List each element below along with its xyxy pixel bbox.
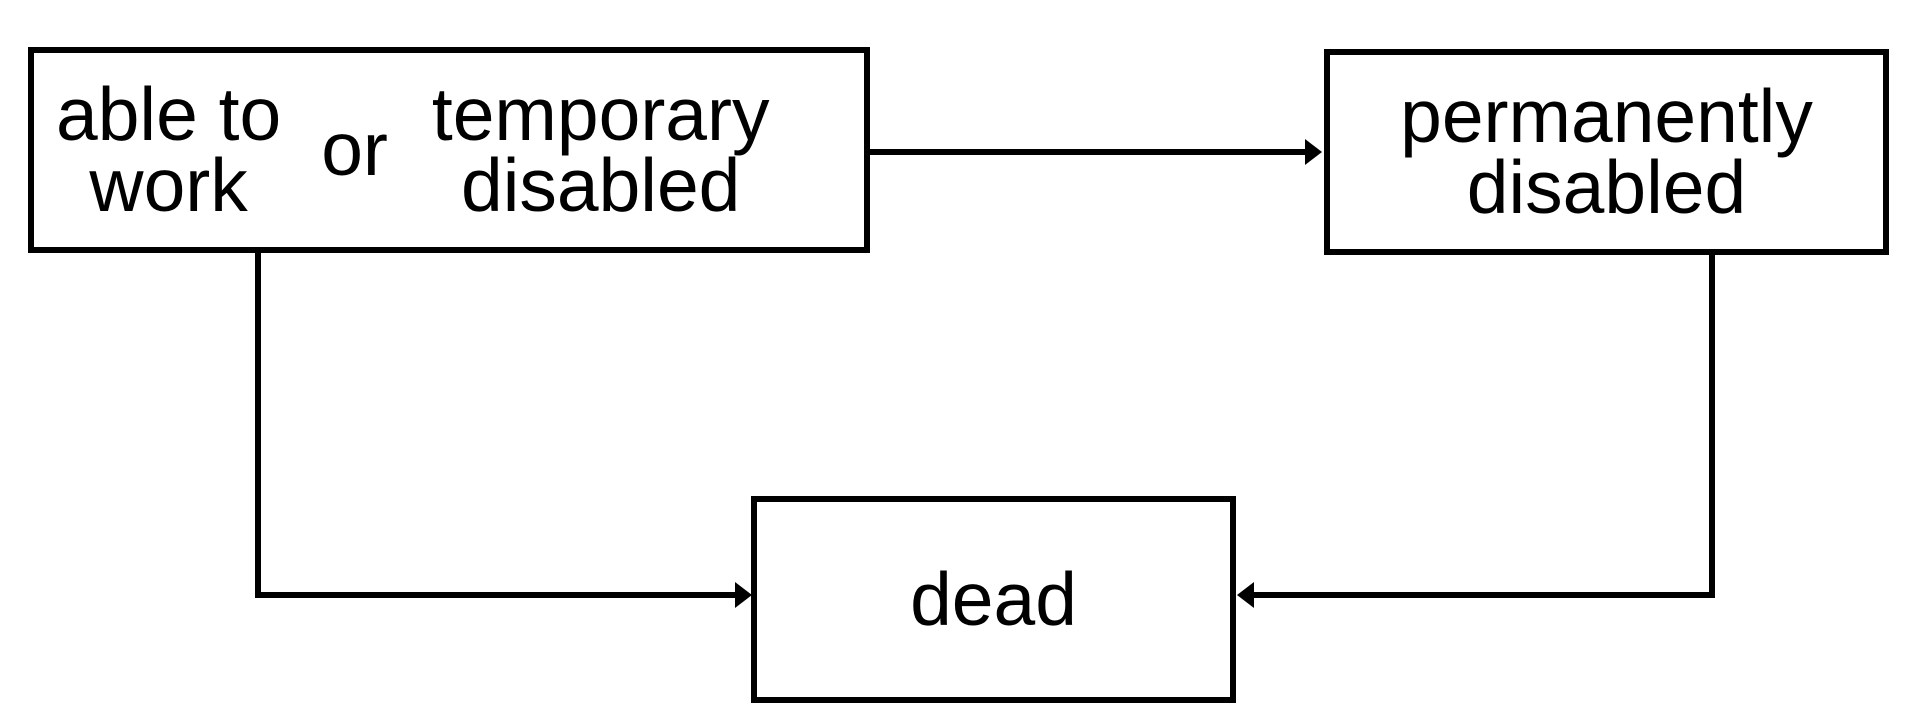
edge-initial-to-dead-horizontal-line: [255, 592, 735, 598]
edge-initial-to-permanent-line: [870, 149, 1307, 155]
edge-permanent-to-dead-arrowhead-icon: [1237, 582, 1254, 608]
label-line-temporary: temporary: [431, 71, 770, 156]
edge-permanent-to-dead-vertical-line: [1709, 252, 1715, 598]
label-able-to-work: able to work: [56, 71, 282, 227]
edge-permanent-to-dead-horizontal-line: [1254, 592, 1715, 598]
node-permanently-disabled: permanently disabled: [1324, 49, 1889, 255]
edge-initial-to-dead-vertical-line: [255, 247, 261, 598]
label-dead: dead: [910, 556, 1077, 641]
label-temporary-disabled: temporary disabled: [431, 71, 770, 227]
label-permanently-disabled: permanently disabled: [1400, 73, 1813, 229]
label-line-able-to: able to: [56, 71, 282, 156]
edge-initial-to-permanent-arrowhead-icon: [1305, 139, 1322, 165]
label-or: or: [321, 107, 388, 192]
label-line-disabled: disabled: [460, 143, 741, 227]
node-able-to-work-or-temporary-disabled: able to work or temporary disabled: [28, 47, 870, 253]
label-line-permanently: permanently: [1400, 73, 1813, 158]
label-line-work: work: [89, 143, 248, 227]
node-dead: dead: [751, 496, 1236, 703]
edge-initial-to-dead-arrowhead-icon: [735, 582, 752, 608]
label-line-disabled-2: disabled: [1466, 145, 1747, 229]
